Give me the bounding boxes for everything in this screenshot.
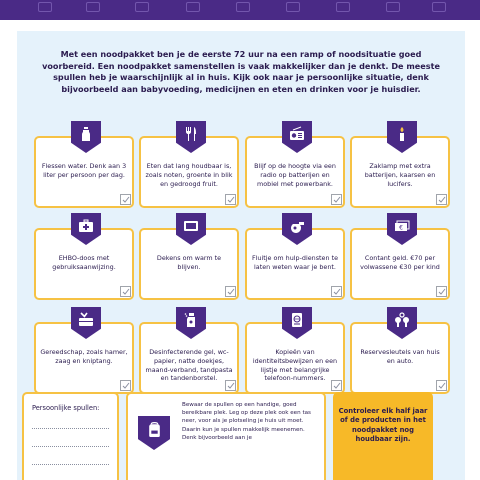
item-text: Eten dat lang houdbaar is, zoals noten, …: [145, 162, 233, 188]
item-text: Reservesleutels van huis en auto.: [360, 348, 440, 365]
banner-icon: [386, 2, 400, 12]
personal-items-box: Persoonlijke spullen:: [22, 392, 119, 480]
item-card-radio: Blijf op de hoogte via een radio op batt…: [245, 121, 345, 208]
item-card-cash: € Contant geld. €70 per volwassene €30 p…: [350, 213, 450, 300]
spray-bottle-icon: [176, 307, 206, 339]
candle-icon: [387, 121, 417, 153]
item-text: Blijf op de hoogte via een radio op batt…: [254, 162, 336, 188]
checkbox[interactable]: [225, 286, 236, 297]
personal-items-label: Persoonlijke spullen:: [32, 404, 100, 412]
first-aid-kit-icon: [71, 213, 101, 245]
toolbox-icon: [71, 307, 101, 339]
checkbox[interactable]: [436, 194, 447, 205]
banner-icon: [236, 2, 250, 12]
write-line: [32, 464, 109, 465]
item-text: Contant geld. €70 per volwassene €30 per…: [360, 254, 440, 271]
item-card-blankets: Dekens om warm te blijven.: [139, 213, 239, 300]
checkbox[interactable]: [331, 286, 342, 297]
blanket-icon: [176, 213, 206, 245]
reminder-text: Controleer elk half jaar of de producten…: [338, 407, 428, 444]
water-bottle-icon: [71, 121, 101, 153]
banner-icon: [86, 2, 100, 12]
svg-text:€: €: [399, 224, 403, 231]
storage-tip-box: Bewaar de spullen op een handige, goed b…: [126, 392, 326, 480]
banner-icon: [432, 2, 446, 12]
whistle-icon: [282, 213, 312, 245]
item-card-firstaid: EHBO-doos met gebruiksaanwijzing.: [34, 213, 134, 300]
checkbox[interactable]: [120, 380, 131, 391]
checkbox[interactable]: [120, 286, 131, 297]
banner-icon: [336, 2, 350, 12]
item-text: Zaklamp met extra batterijen, kaarsen en…: [364, 162, 436, 188]
write-line: [32, 446, 109, 447]
radio-icon: [282, 121, 312, 153]
banner-icon: [135, 2, 149, 12]
fork-knife-icon: [176, 121, 206, 153]
item-text: Gereedschap, zoals hamer, zaag en knipta…: [40, 348, 128, 365]
item-card-whistle: Fluitje om hulp-diensten te laten weten …: [245, 213, 345, 300]
passport-icon: [282, 307, 312, 339]
banner-icon: [286, 2, 300, 12]
checkbox[interactable]: [225, 380, 236, 391]
item-text: Flessen water. Denk aan 3 liter per pers…: [41, 162, 127, 179]
item-text: Fluitje om hulp-diensten te laten weten …: [251, 254, 339, 271]
top-banner: [0, 0, 480, 20]
checkbox[interactable]: [436, 380, 447, 391]
intro-text: Met een noodpakket ben je de eerste 72 u…: [42, 49, 440, 94]
item-card-food: Eten dat lang houdbaar is, zoals noten, …: [139, 121, 239, 208]
write-line: [32, 428, 109, 429]
cash-icon: €: [387, 213, 417, 245]
checkbox[interactable]: [331, 194, 342, 205]
item-text: EHBO-doos met gebruiksaanwijzing.: [52, 254, 116, 271]
item-text: Dekens om warm te blijven.: [156, 254, 222, 271]
item-card-tools: Gereedschap, zoals hamer, zaag en knipta…: [34, 307, 134, 394]
checkbox[interactable]: [331, 380, 342, 391]
banner-icon: [186, 2, 200, 12]
item-card-documents: Kopieën van identiteitsbewijzen en een l…: [245, 307, 345, 394]
checkbox[interactable]: [436, 286, 447, 297]
item-text: Kopieën van identiteitsbewijzen en een l…: [252, 348, 338, 383]
checkbox[interactable]: [225, 194, 236, 205]
checkbox[interactable]: [120, 194, 131, 205]
storage-tip-text: Bewaar de spullen op een handige, goed b…: [182, 402, 311, 441]
keys-icon: [387, 307, 417, 339]
backpack-icon: [138, 416, 170, 450]
item-card-keys: Reservesleutels van huis en auto.: [350, 307, 450, 394]
reminder-box: Controleer elk half jaar of de producten…: [333, 392, 433, 480]
item-card-hygiene: Desinfecterende gel, wc-papier, natte do…: [139, 307, 239, 394]
item-card-water: Flessen water. Denk aan 3 liter per pers…: [34, 121, 134, 208]
item-card-light: Zaklamp met extra batterijen, kaarsen en…: [350, 121, 450, 208]
banner-icon: [38, 2, 52, 12]
item-text: Desinfecterende gel, wc-papier, natte do…: [145, 348, 233, 383]
